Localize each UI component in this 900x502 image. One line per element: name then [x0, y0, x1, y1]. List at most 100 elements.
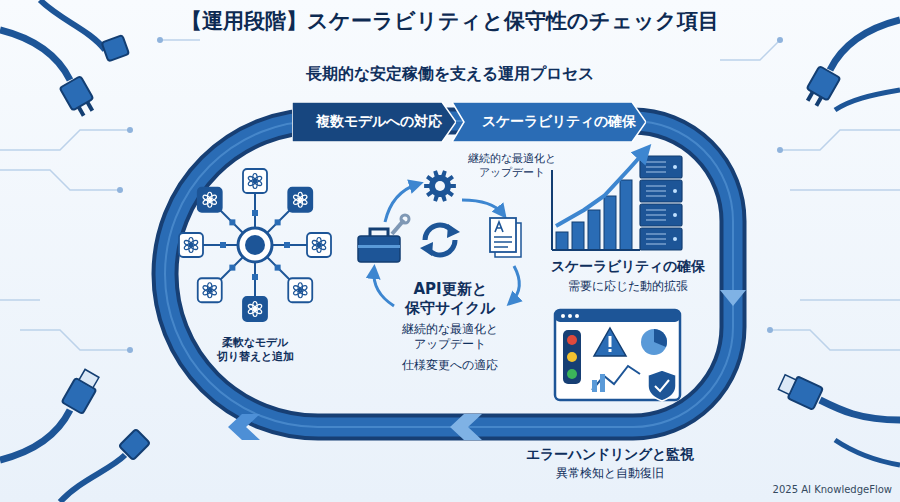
- illustration-part: [604, 196, 616, 250]
- illustration-part: [555, 310, 680, 401]
- illustration-part: [720, 290, 746, 306]
- illustration-part: [0, 299, 40, 301]
- illustration-part: [374, 270, 394, 306]
- illustration-part: [806, 91, 814, 102]
- illustration-part: [179, 233, 203, 257]
- illustration-part: [0, 170, 120, 190]
- illustration-part: [358, 245, 400, 248]
- subtitle: 長期的な安定稼働を支える運用プロセス: [0, 64, 900, 84]
- illustration-part: [646, 161, 666, 162]
- illustration-part: [127, 347, 133, 353]
- illustration-part: [165, 121, 733, 427]
- illustration-part: [567, 369, 577, 379]
- chevron-outline: [292, 102, 456, 142]
- illustration-part: [594, 328, 626, 356]
- watermark: 2025 AI KnowledgeFlow: [690, 484, 892, 497]
- illustration-part: [646, 233, 666, 234]
- illustration-part: [0, 130, 130, 150]
- illustration-part: [646, 238, 666, 239]
- illustration-part: [800, 299, 900, 301]
- illustration-part: [777, 37, 783, 43]
- illustration-part: [778, 375, 796, 395]
- illustration-part: [0, 410, 70, 460]
- illustration-part: [777, 147, 783, 153]
- illustration-part: [620, 180, 632, 250]
- illustration-part: [592, 366, 640, 390]
- cycle-note: 継続的な最適化と アップデート: [462, 152, 562, 180]
- illustration-part: [288, 278, 312, 302]
- illustration-part: [245, 235, 265, 255]
- illustration-part: [424, 170, 456, 201]
- illustration-part: [575, 314, 579, 318]
- illustration-part: [311, 239, 321, 247]
- illustration-part: [655, 380, 669, 391]
- illustration-part: [720, 40, 780, 60]
- illustration-part: [640, 228, 682, 250]
- illustration-part: [420, 242, 433, 256]
- illustration-part: [640, 180, 682, 202]
- illustration-part: [243, 169, 267, 193]
- illustration-part: [198, 278, 222, 302]
- section-note: 継続的な最適化と アップデート: [395, 322, 505, 352]
- illustration-part: [307, 233, 331, 257]
- illustration-part: [60, 455, 125, 502]
- section-heading: エラーハンドリングと監視: [510, 446, 710, 464]
- illustration-part: [0, 0, 129, 119]
- illustration-part: [293, 194, 303, 202]
- illustration-part: [600, 374, 605, 392]
- illustration-part: [358, 236, 400, 262]
- illustration-part: [119, 429, 150, 460]
- illustration-part: [646, 185, 666, 186]
- chevron-band: 複数モデルへの対応: [292, 102, 456, 142]
- illustration-part: [567, 335, 577, 345]
- illustration-part: [40, 0, 105, 50]
- illustration-part: [0, 40, 900, 350]
- illustration-part: [654, 329, 667, 347]
- illustration-part: [401, 215, 409, 223]
- illustration-part: [640, 156, 682, 178]
- title: 【運用段階】スケーラビリティと保守性のチェック項目: [0, 8, 900, 34]
- illustration-part: [117, 37, 783, 353]
- illustration-part: [563, 330, 581, 384]
- illustration-part: [370, 229, 388, 236]
- illustration-part: [802, 66, 841, 109]
- illustration-part: [646, 190, 666, 191]
- illustration-part: [646, 243, 666, 244]
- section-note: 柔軟なモデル 切り替えと追加: [205, 336, 305, 364]
- illustration-part: [640, 204, 682, 226]
- illustration-part: [494, 237, 512, 247]
- illustration-part: [673, 189, 677, 193]
- illustration-part: [86, 101, 94, 112]
- illustration-part: [165, 121, 733, 427]
- illustration-part: [228, 414, 260, 440]
- illustration-part: [229, 219, 235, 225]
- illustration-part: [673, 213, 677, 217]
- illustration-part: [229, 265, 235, 271]
- illustration-part: [588, 210, 600, 250]
- illustration-part: [157, 37, 163, 43]
- illustration-part: [777, 371, 900, 465]
- illustration-part: [198, 188, 222, 212]
- illustration-part: [450, 414, 482, 440]
- illustration-part: [767, 327, 773, 333]
- illustration-part: [646, 214, 666, 215]
- illustration-part: [646, 219, 666, 220]
- illustration-part: [238, 228, 272, 262]
- illustration-part: [495, 222, 503, 232]
- illustration-part: [462, 200, 503, 214]
- illustration-part: [673, 237, 677, 241]
- illustration-part: [835, 440, 900, 465]
- illustration-part: [20, 330, 130, 350]
- illustration-part: [102, 35, 130, 61]
- illustration-part: [165, 121, 733, 427]
- illustration-part: [0, 367, 150, 502]
- illustration-part: [60, 76, 99, 119]
- illustration-part: [77, 106, 85, 117]
- illustration-part: [202, 194, 212, 202]
- illustration-part: [247, 175, 257, 183]
- illustration-part: [790, 189, 900, 191]
- illustration-part: [288, 188, 312, 212]
- illustration-part: [640, 156, 682, 250]
- illustration-part: [243, 297, 267, 321]
